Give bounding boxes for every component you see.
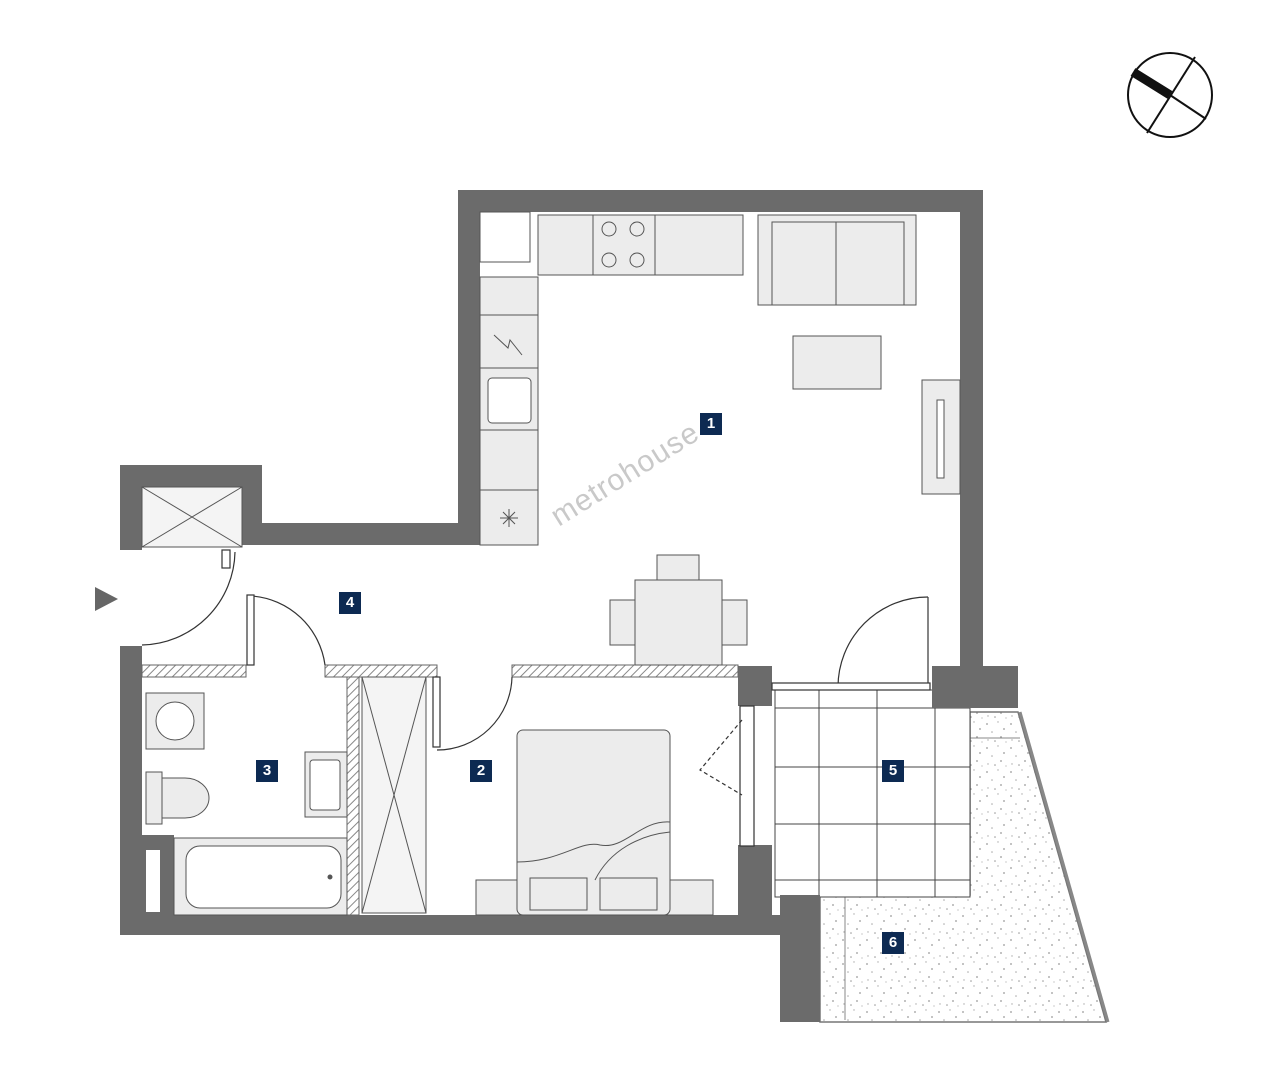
coffee-table: [792, 335, 882, 390]
balcony-tiles: [774, 689, 971, 898]
sofa: [757, 214, 917, 306]
room-label-5: 5: [882, 760, 904, 782]
room-label-6: 6: [882, 932, 904, 954]
partition-walls: [141, 664, 739, 916]
entry-closet: [141, 486, 243, 548]
fridge-icon: [500, 509, 518, 527]
walls: [120, 190, 1018, 1022]
shaft-box: [479, 211, 531, 263]
compass-icon: [1127, 52, 1213, 138]
wardrobe: [361, 676, 427, 914]
washbasin: [304, 751, 348, 818]
kitchen-counter-top: [537, 214, 744, 276]
room-label-2: 2: [470, 760, 492, 782]
room-label-1: 1: [700, 413, 722, 435]
room-label-4: 4: [339, 592, 361, 614]
entrance-arrow-icon: [95, 587, 118, 611]
doors: [141, 549, 931, 847]
sink-icon: [487, 377, 532, 424]
dining-table: [609, 554, 748, 666]
washing-machine: [145, 692, 205, 750]
bed: [475, 729, 714, 916]
room-label-3: 3: [256, 760, 278, 782]
dishwasher-icon: [493, 334, 523, 356]
stove-icon: [601, 221, 645, 268]
bathtub: [173, 837, 348, 916]
tv-cabinet: [921, 379, 961, 495]
shaft: [146, 850, 160, 912]
toilet: [145, 771, 210, 825]
